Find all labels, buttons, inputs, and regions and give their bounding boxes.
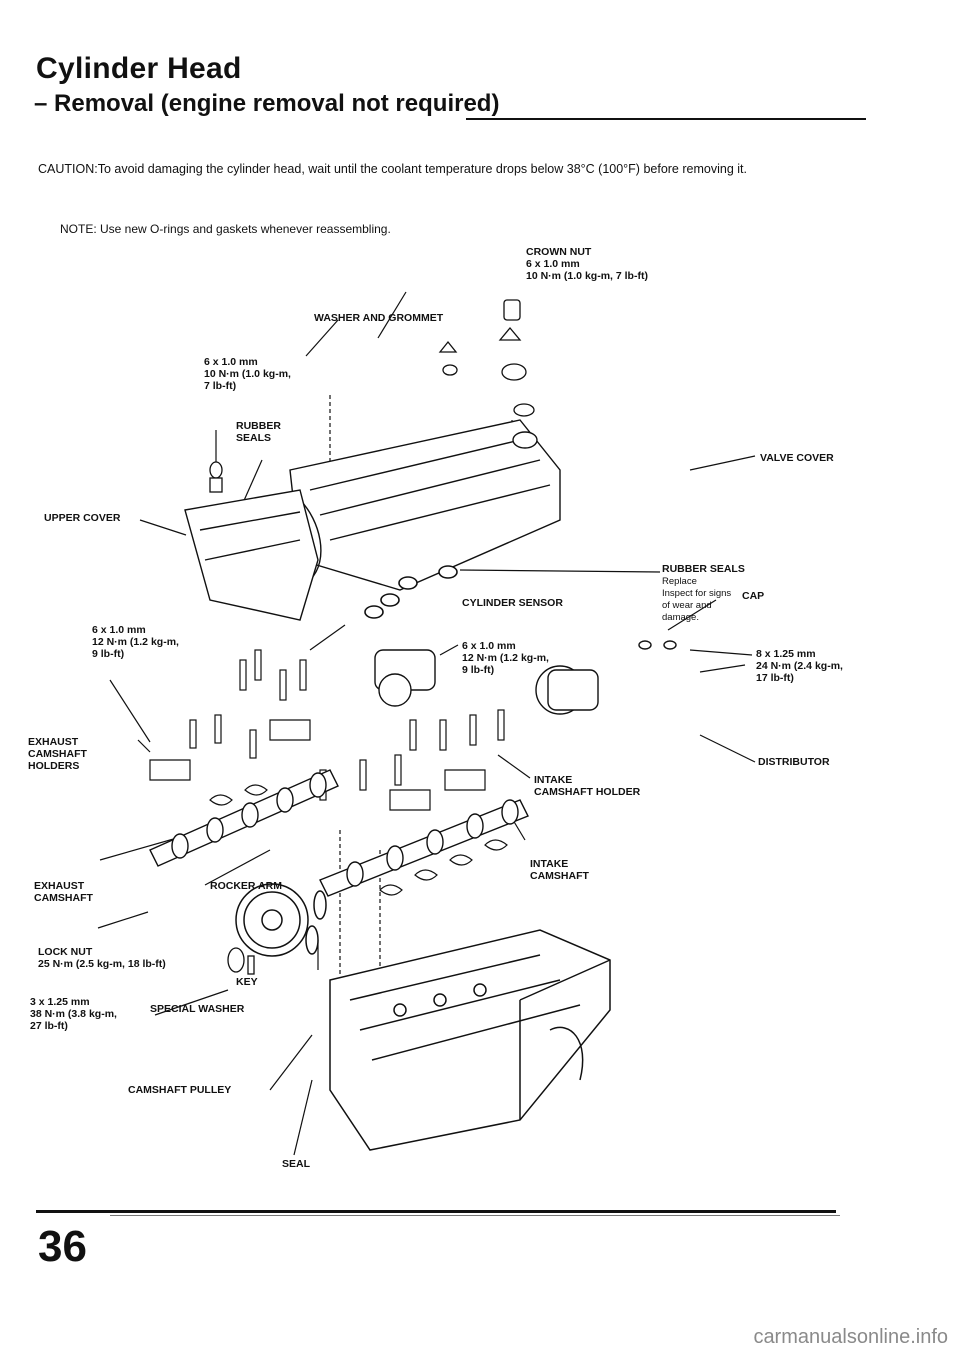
label-bolt-mid: 6 x 1.0 mm 12 N·m (1.2 kg-m, 9 lb-ft)	[462, 640, 549, 676]
label-cover-bolt: 6 x 1.0 mm 10 N·m (1.0 kg-m, 7 lb-ft)	[204, 356, 291, 392]
label-washer-grommet: WASHER AND GROMMET	[314, 312, 444, 324]
label-exhaust-camshaft: EXHAUST CAMSHAFT	[34, 880, 93, 904]
label-cap: CAP	[742, 590, 765, 602]
page-title: Cylinder Head	[36, 52, 242, 85]
note-text: NOTE: Use new O-rings and gaskets whenev…	[60, 222, 391, 236]
footer-rule-thin	[110, 1215, 840, 1216]
label-upper-cover: UPPER COVER	[44, 512, 121, 524]
label-rocker-arm: ROCKER ARM	[210, 880, 282, 892]
label-crown-nut: CROWN NUT 6 x 1.0 mm 10 N·m (1.0 kg-m, 7…	[526, 246, 648, 282]
page-number: 36	[38, 1222, 87, 1271]
label-intake-holder: INTAKE CAMSHAFT HOLDER	[534, 774, 641, 798]
subtitle-rule	[466, 118, 866, 120]
caution-text: CAUTION:To avoid damaging the cylinder h…	[38, 162, 747, 176]
watermark-text: carmanualsonline.info	[753, 1326, 948, 1348]
label-bolt-distributor: 8 x 1.25 mm 24 N·m (2.4 kg-m, 17 lb-ft)	[756, 648, 843, 684]
label-key: KEY	[236, 976, 258, 988]
label-intake-camshaft: INTAKE CAMSHAFT	[530, 858, 589, 882]
footer-rule	[36, 1210, 836, 1213]
label-seal: SEAL	[282, 1158, 311, 1170]
label-special-washer: SPECIAL WASHER	[150, 1003, 245, 1015]
label-bolt-left: 6 x 1.0 mm 12 N·m (1.2 kg-m, 9 lb-ft)	[92, 624, 179, 660]
label-rubber-seals-note: Replace Inspect for signs of wear and da…	[662, 576, 732, 623]
label-lock-nut: LOCK NUT 25 N·m (2.5 kg-m, 18 lb-ft)	[38, 946, 166, 970]
label-rubber-seals-top: RUBBER SEALS	[236, 420, 281, 444]
label-distributor: DISTRIBUTOR	[758, 756, 830, 768]
section-subtitle: – Removal (engine removal not required)	[34, 90, 500, 117]
label-cylinder-sensor: CYLINDER SENSOR	[462, 597, 563, 609]
label-rubber-seals-right: RUBBER SEALS	[662, 563, 745, 575]
label-bolt-pulley: 3 x 1.25 mm 38 N·m (3.8 kg-m, 27 lb-ft)	[30, 996, 117, 1032]
label-exhaust-holders: EXHAUST CAMSHAFT HOLDERS	[28, 736, 87, 772]
label-camshaft-pulley: CAMSHAFT PULLEY	[128, 1084, 232, 1096]
label-valve-cover: VALVE COVER	[760, 452, 834, 464]
